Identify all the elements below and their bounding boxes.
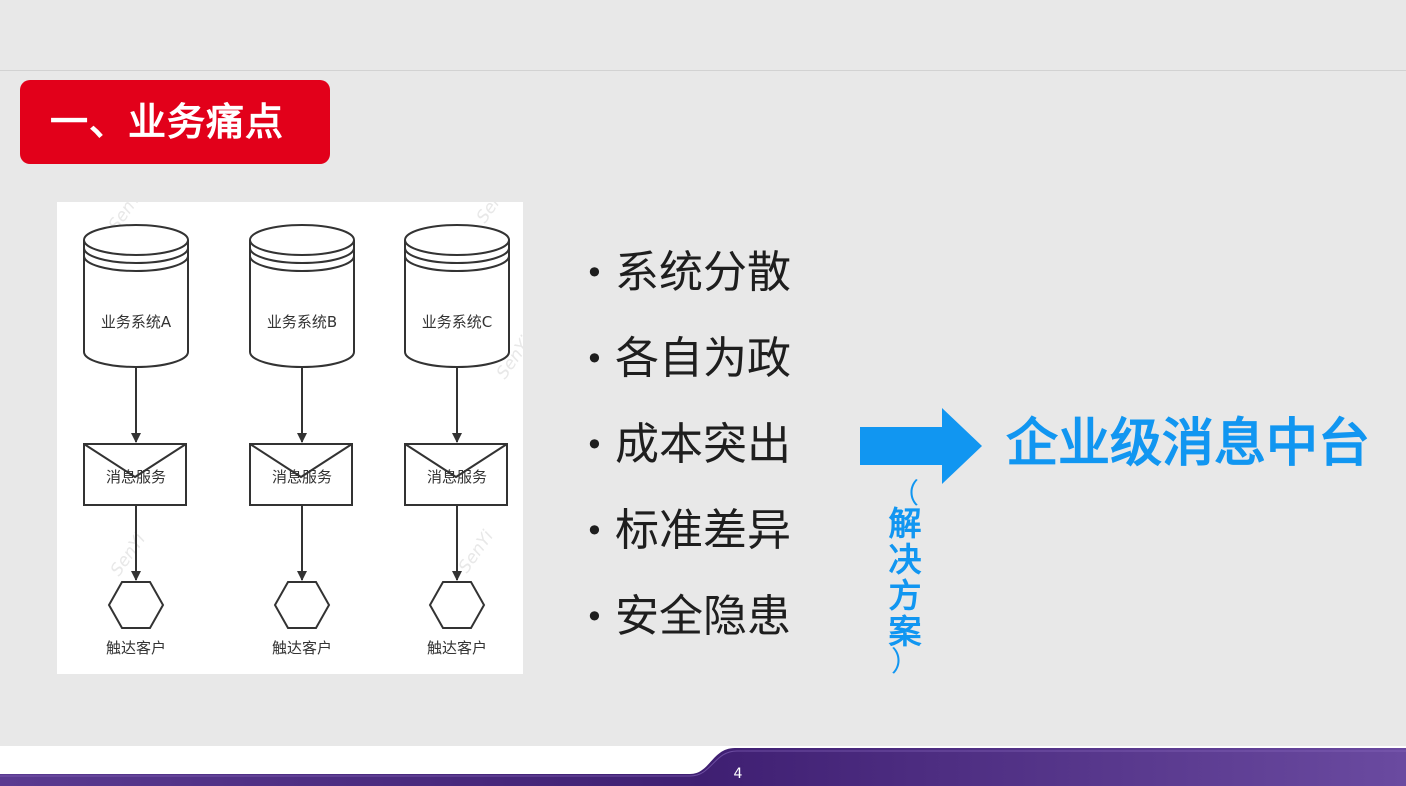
target-label: 触达客户 xyxy=(272,639,332,657)
hexagon-icon xyxy=(107,581,165,629)
pain-point-label: 标准差异 xyxy=(615,505,791,556)
service-label: 消息服务 xyxy=(106,468,166,486)
diagram-column-b: 业务系统B 消息服务 触达客户 xyxy=(249,224,355,657)
diagram-column-c: 业务系统C 消息服务 触达客户 xyxy=(404,224,510,657)
target-label: 触达客户 xyxy=(106,639,166,657)
solution-caption: （ 解决方案 ） xyxy=(885,477,925,678)
pain-point-label: 安全隐患 xyxy=(615,591,791,642)
diagram-canvas: SenYi SenYi SenYi SenYi SenYi 业务系统A 消息服务… xyxy=(83,202,523,657)
system-label: 业务系统B xyxy=(267,313,337,331)
system-label: 业务系统A xyxy=(101,313,172,331)
footer-band xyxy=(0,746,1406,786)
bullet-icon: • xyxy=(585,254,604,292)
envelope-icon xyxy=(404,443,508,506)
hexagon-icon xyxy=(273,581,331,629)
bullet-icon: • xyxy=(585,512,604,550)
service-label: 消息服务 xyxy=(272,468,332,486)
solution-title: 企业级消息中台 xyxy=(1006,414,1371,474)
section-title: 一、业务痛点 xyxy=(20,80,330,164)
solution-label-text: 解决方案 xyxy=(888,504,922,651)
right-arrow-icon xyxy=(860,408,982,484)
page-number: 4 xyxy=(733,766,743,782)
target-label: 触达客户 xyxy=(427,639,487,657)
cylinder-icon xyxy=(83,224,189,368)
list-item: • 安全隐患 xyxy=(585,574,791,660)
watermark-text: SenYi xyxy=(455,527,498,577)
list-item: • 成本突出 xyxy=(585,402,791,488)
service-label: 消息服务 xyxy=(427,468,487,486)
pain-point-list: • 系统分散 • 各自为政 • 成本突出 • 标准差异 • 安全隐患 xyxy=(585,230,791,660)
system-label: 业务系统C xyxy=(422,313,492,331)
close-paren: ） xyxy=(890,645,919,678)
diagram-column-a: 业务系统A 消息服务 触达客户 xyxy=(83,224,189,657)
cylinder-icon xyxy=(404,224,510,368)
bullet-icon: • xyxy=(585,340,604,378)
bullet-icon: • xyxy=(585,426,604,464)
list-item: • 标准差异 xyxy=(585,488,791,574)
envelope-icon xyxy=(249,443,353,506)
pain-point-label: 成本突出 xyxy=(615,419,791,470)
cylinder-icon xyxy=(249,224,355,368)
open-paren: （ xyxy=(890,477,919,510)
architecture-diagram: SenYi SenYi SenYi SenYi SenYi 业务系统A 消息服务… xyxy=(57,202,523,674)
list-item: • 系统分散 xyxy=(585,230,791,316)
hexagon-icon xyxy=(428,581,486,629)
list-item: • 各自为政 xyxy=(585,316,791,402)
pain-point-label: 各自为政 xyxy=(615,333,791,384)
watermark-text: SenYi xyxy=(107,530,150,580)
pain-point-label: 系统分散 xyxy=(615,247,791,298)
watermark-text: SenYi xyxy=(473,202,516,227)
header-divider xyxy=(0,70,1406,71)
bullet-icon: • xyxy=(585,598,604,636)
